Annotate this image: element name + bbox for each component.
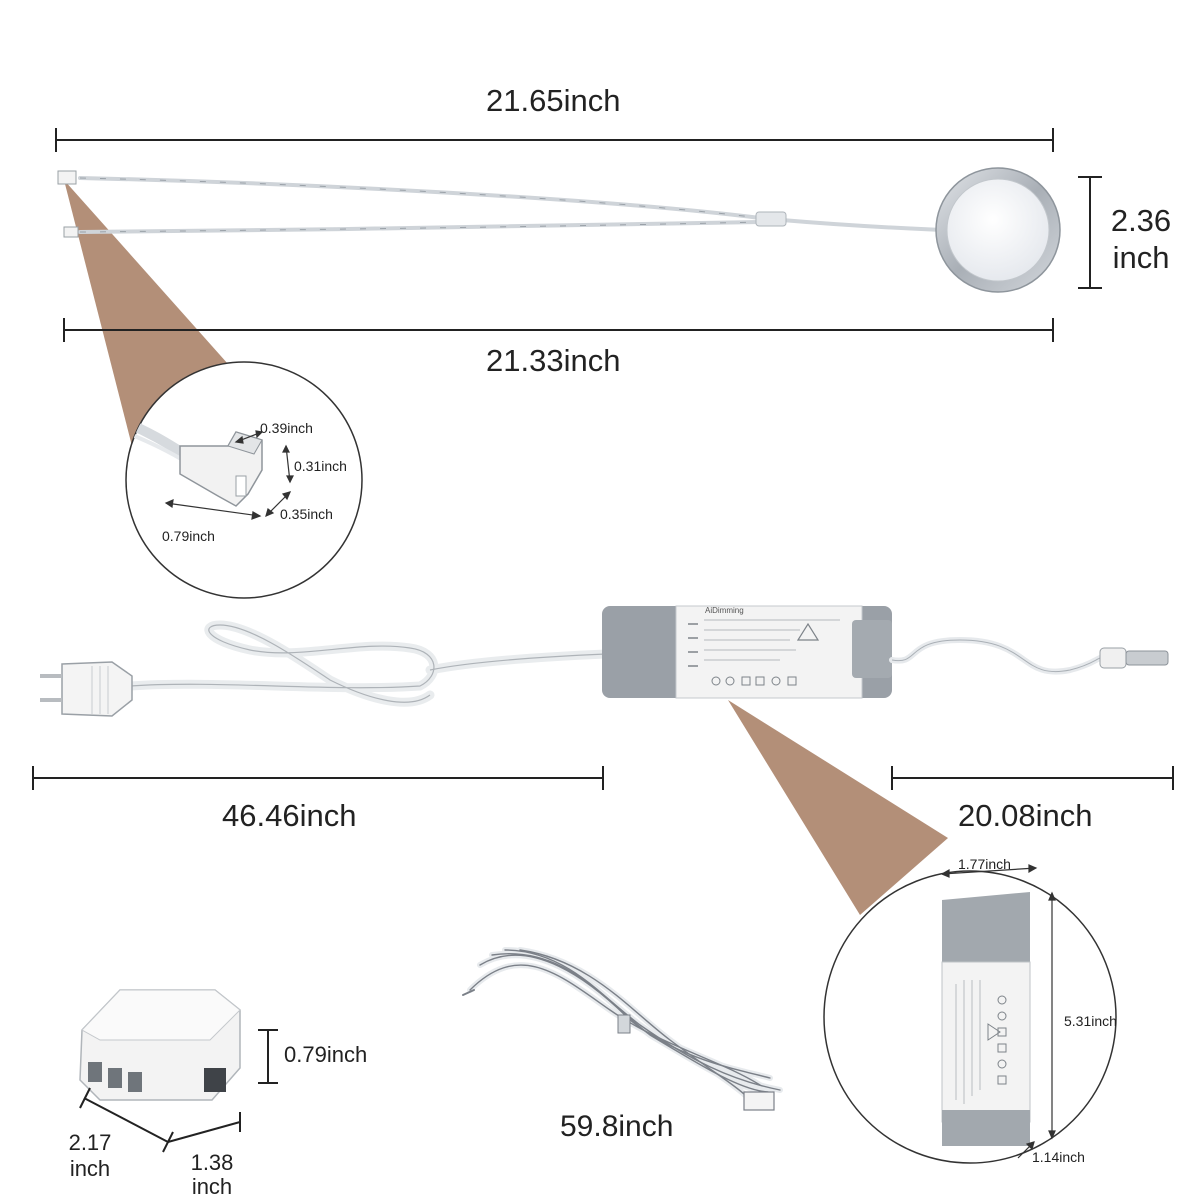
driver-height-label: 1.14inch [1032,1149,1085,1165]
puck-light-cable [78,176,944,234]
connector-width-label: 0.39inch [260,420,313,436]
hub-length-unit: inch [69,1156,111,1181]
driver-callout-wedge [728,700,948,915]
power-plug [40,661,133,717]
power-cord [125,620,611,707]
driver-detail-circle [823,864,1117,1164]
diameter-label: 2.36 inch [1108,205,1174,273]
puck-light-cable-print [79,177,761,233]
extension-cable-coil [462,947,783,1111]
cable-length-label: 21.33inch [486,343,621,378]
hub-height-label: 0.79inch [284,1042,368,1067]
output-cord-length-label: 20.08inch [958,798,1093,833]
diameter-value: 2.36 [1110,203,1172,238]
driver-length-label: 5.31inch [1064,1013,1117,1029]
connector-length-label: 0.79inch [162,528,215,544]
cable-length-dimension-line [63,318,1054,342]
diameter-dimension-line [1078,176,1102,289]
hub-width-dimension-line [167,1112,241,1143]
hub-height-dimension-line [258,1029,278,1084]
splitter-hub [79,989,241,1101]
hub-width-unit: inch [191,1174,233,1199]
led-driver [602,605,892,699]
output-cord-dimension-line [891,766,1174,790]
cable-plug-bottom [63,226,79,238]
input-cord-dimension-line [32,766,604,790]
hub-width-label: 1.38 inch [182,1152,242,1198]
driver-width-label: 1.77inch [958,856,1011,872]
total-length-dimension-line [55,128,1054,152]
total-length-label: 21.65inch [486,83,621,118]
connector-detail-circle [125,361,363,599]
hub-length-value: 2.17 [68,1130,112,1155]
connector-depth-label: 0.35inch [280,506,333,522]
cable-plug-top [57,170,77,185]
puck-light [935,167,1061,293]
input-cord-length-label: 46.46inch [222,798,357,833]
driver-brand-label: AiDimming [705,606,744,615]
extension-cable-length-label: 59.8inch [560,1110,674,1143]
diameter-unit: inch [1112,240,1170,275]
hub-length-label: 2.17 inch [60,1132,120,1180]
hub-width-value: 1.38 [190,1150,234,1175]
connector-height-label: 0.31inch [294,458,347,474]
cable-joint [755,211,787,227]
dc-plug [1099,647,1169,669]
